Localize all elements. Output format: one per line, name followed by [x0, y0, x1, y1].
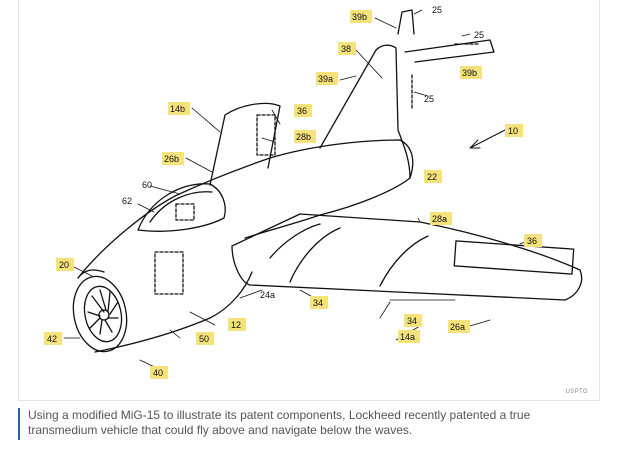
callout-39a: 39a [318, 74, 333, 84]
callout-14a: 14a [400, 332, 415, 342]
callout-42: 42 [47, 334, 57, 344]
callout-25-top: 25 [432, 5, 442, 15]
patent-figure-frame [18, 0, 600, 401]
callout-20: 20 [59, 260, 69, 270]
callout-14b: 14b [170, 104, 185, 114]
callout-25-right: 25 [474, 30, 484, 40]
callout-10: 10 [508, 126, 518, 136]
figure-caption: Using a modified MiG-15 to illustrate it… [28, 408, 531, 437]
caption-accent-bar [18, 408, 20, 440]
main-wing [231, 213, 583, 301]
callout-36-top: 36 [297, 106, 307, 116]
callout-26b: 26b [164, 154, 179, 164]
callout-50: 50 [199, 334, 209, 344]
callout-38: 38 [341, 44, 351, 54]
image-credit: USPTO [565, 389, 588, 395]
callout-60: 60 [142, 180, 152, 190]
callout-24a: 24a [260, 290, 275, 300]
callout-39b-top: 39b [352, 12, 367, 22]
callout-40: 40 [153, 368, 163, 378]
callout-39b-right: 39b [462, 68, 477, 78]
callout-28b: 28b [296, 132, 311, 142]
callout-28a: 28a [432, 214, 447, 224]
callout-26a: 26a [450, 322, 465, 332]
patent-drawing: 25 39b 25 38 39b 39a 25 14b 36 10 28b 26… [44, 5, 583, 379]
callout-22: 22 [427, 172, 437, 182]
callout-34-left: 34 [313, 298, 323, 308]
callout-62: 62 [122, 196, 132, 206]
fuselage-outline [77, 139, 414, 279]
canopy [137, 183, 226, 232]
callout-25-mid: 25 [424, 94, 434, 104]
nose-intake [72, 275, 128, 353]
callout-12: 12 [231, 320, 241, 330]
callout-36-wing: 36 [527, 236, 537, 246]
vertical-tail [319, 44, 411, 179]
callout-34-right: 34 [407, 316, 417, 326]
